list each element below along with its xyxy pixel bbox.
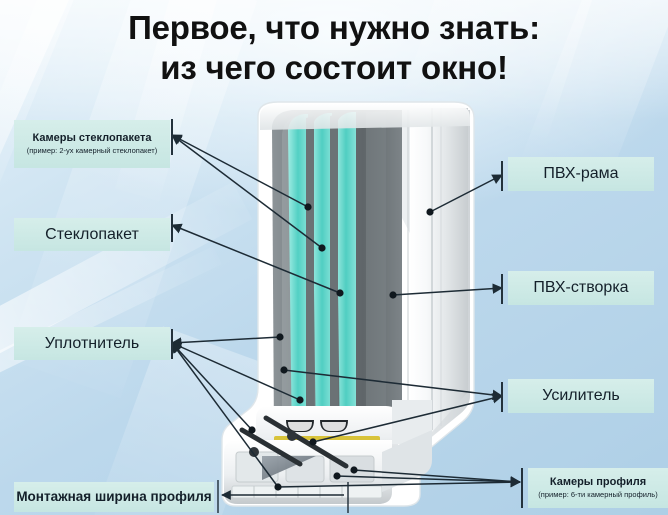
label-glass-unit-chambers[interactable]: Камеры стеклопакета (пример: 2-ух камерн… xyxy=(14,120,170,168)
frame-outer-step xyxy=(382,430,432,492)
leader-pvc-sash xyxy=(392,283,504,296)
leader-reinforcement-1 xyxy=(283,369,504,401)
leader-reinforcement-2 xyxy=(312,393,504,443)
leader-seal-1 xyxy=(170,336,281,348)
glazing-gasket-right-inner xyxy=(322,422,346,431)
air-chamber-1 xyxy=(306,116,314,450)
label-profile-chambers[interactable]: Камеры профиля (пример: 6-ти камерный пр… xyxy=(528,468,668,508)
gasket-diagonal-1 xyxy=(263,415,349,469)
label-pvc-frame-title: ПВХ-рама xyxy=(543,165,619,183)
label-glass-unit[interactable]: Стеклопакет xyxy=(14,218,170,251)
leader-profile-chambers-2 xyxy=(353,469,522,487)
leader-seal-4 xyxy=(171,342,279,488)
tick-profile-chambers xyxy=(521,468,523,508)
background-glow xyxy=(0,0,668,120)
label-glass-unit-title: Стеклопакет xyxy=(45,225,139,243)
label-pvc-sash-title: ПВХ-створка xyxy=(533,279,629,297)
gasket-node-1 xyxy=(287,431,297,441)
leader-endpoint-dots xyxy=(248,203,434,491)
air-chamber-2 xyxy=(330,114,338,450)
leader-profile-chambers-1 xyxy=(336,475,522,487)
label-seal-title: Уплотнитель xyxy=(44,334,140,352)
tick-glass-unit-chambers xyxy=(171,119,173,155)
label-reinforcement[interactable]: Усилитель xyxy=(508,379,654,413)
frame-shoulder xyxy=(392,400,432,444)
glass-pane-2-edge xyxy=(312,113,332,452)
leader-profile-chambers-3 xyxy=(277,476,522,488)
page-title: Первое, что нужно знать: из чего состоит… xyxy=(128,9,540,87)
leader-pvc-frame xyxy=(429,174,503,213)
tick-seal xyxy=(171,329,173,359)
tick-pvc-frame xyxy=(501,161,503,191)
reinforcement-steel xyxy=(262,456,316,480)
frame-top-highlight xyxy=(260,104,470,130)
label-seal[interactable]: Уплотнитель xyxy=(14,327,170,360)
leader-glass-chambers-1 xyxy=(171,134,309,208)
tick-glass-unit xyxy=(171,214,173,242)
label-glass-unit-chambers-title: Камеры стеклопакета xyxy=(32,132,152,145)
gasket-diagonal-2 xyxy=(239,427,303,467)
label-pvc-frame[interactable]: ПВХ-рама xyxy=(508,157,654,191)
label-glass-unit-chambers-sub: (пример: 2-ух камерный стеклопакет) xyxy=(26,145,158,155)
section-hatch-band xyxy=(366,112,386,442)
pvc-frame-face xyxy=(410,108,468,432)
tick-reinforcement xyxy=(501,382,503,412)
label-profile-chambers-title: Камеры профиля xyxy=(549,476,647,489)
label-mounting-width[interactable]: Монтажная ширина профиля xyxy=(14,482,214,512)
label-mounting-width-title: Монтажная ширина профиля xyxy=(16,489,212,505)
window-cross-section-illustration xyxy=(221,101,475,507)
label-pvc-sash[interactable]: ПВХ-створка xyxy=(508,271,654,305)
glazing-gasket-left-inner xyxy=(288,422,312,431)
tick-pvc-sash xyxy=(501,274,503,304)
leader-glass-chambers-2 xyxy=(171,134,323,249)
gasket-node-2 xyxy=(249,447,259,457)
mounting-width-dimension xyxy=(217,480,349,513)
leader-seal-3 xyxy=(171,342,253,431)
label-reinforcement-title: Усилитель xyxy=(542,387,620,405)
leader-glass-unit xyxy=(171,223,341,294)
glass-pane-3-edge xyxy=(336,112,356,452)
label-profile-chambers-sub: (пример: 6-ти камерный профиль) xyxy=(538,489,658,499)
